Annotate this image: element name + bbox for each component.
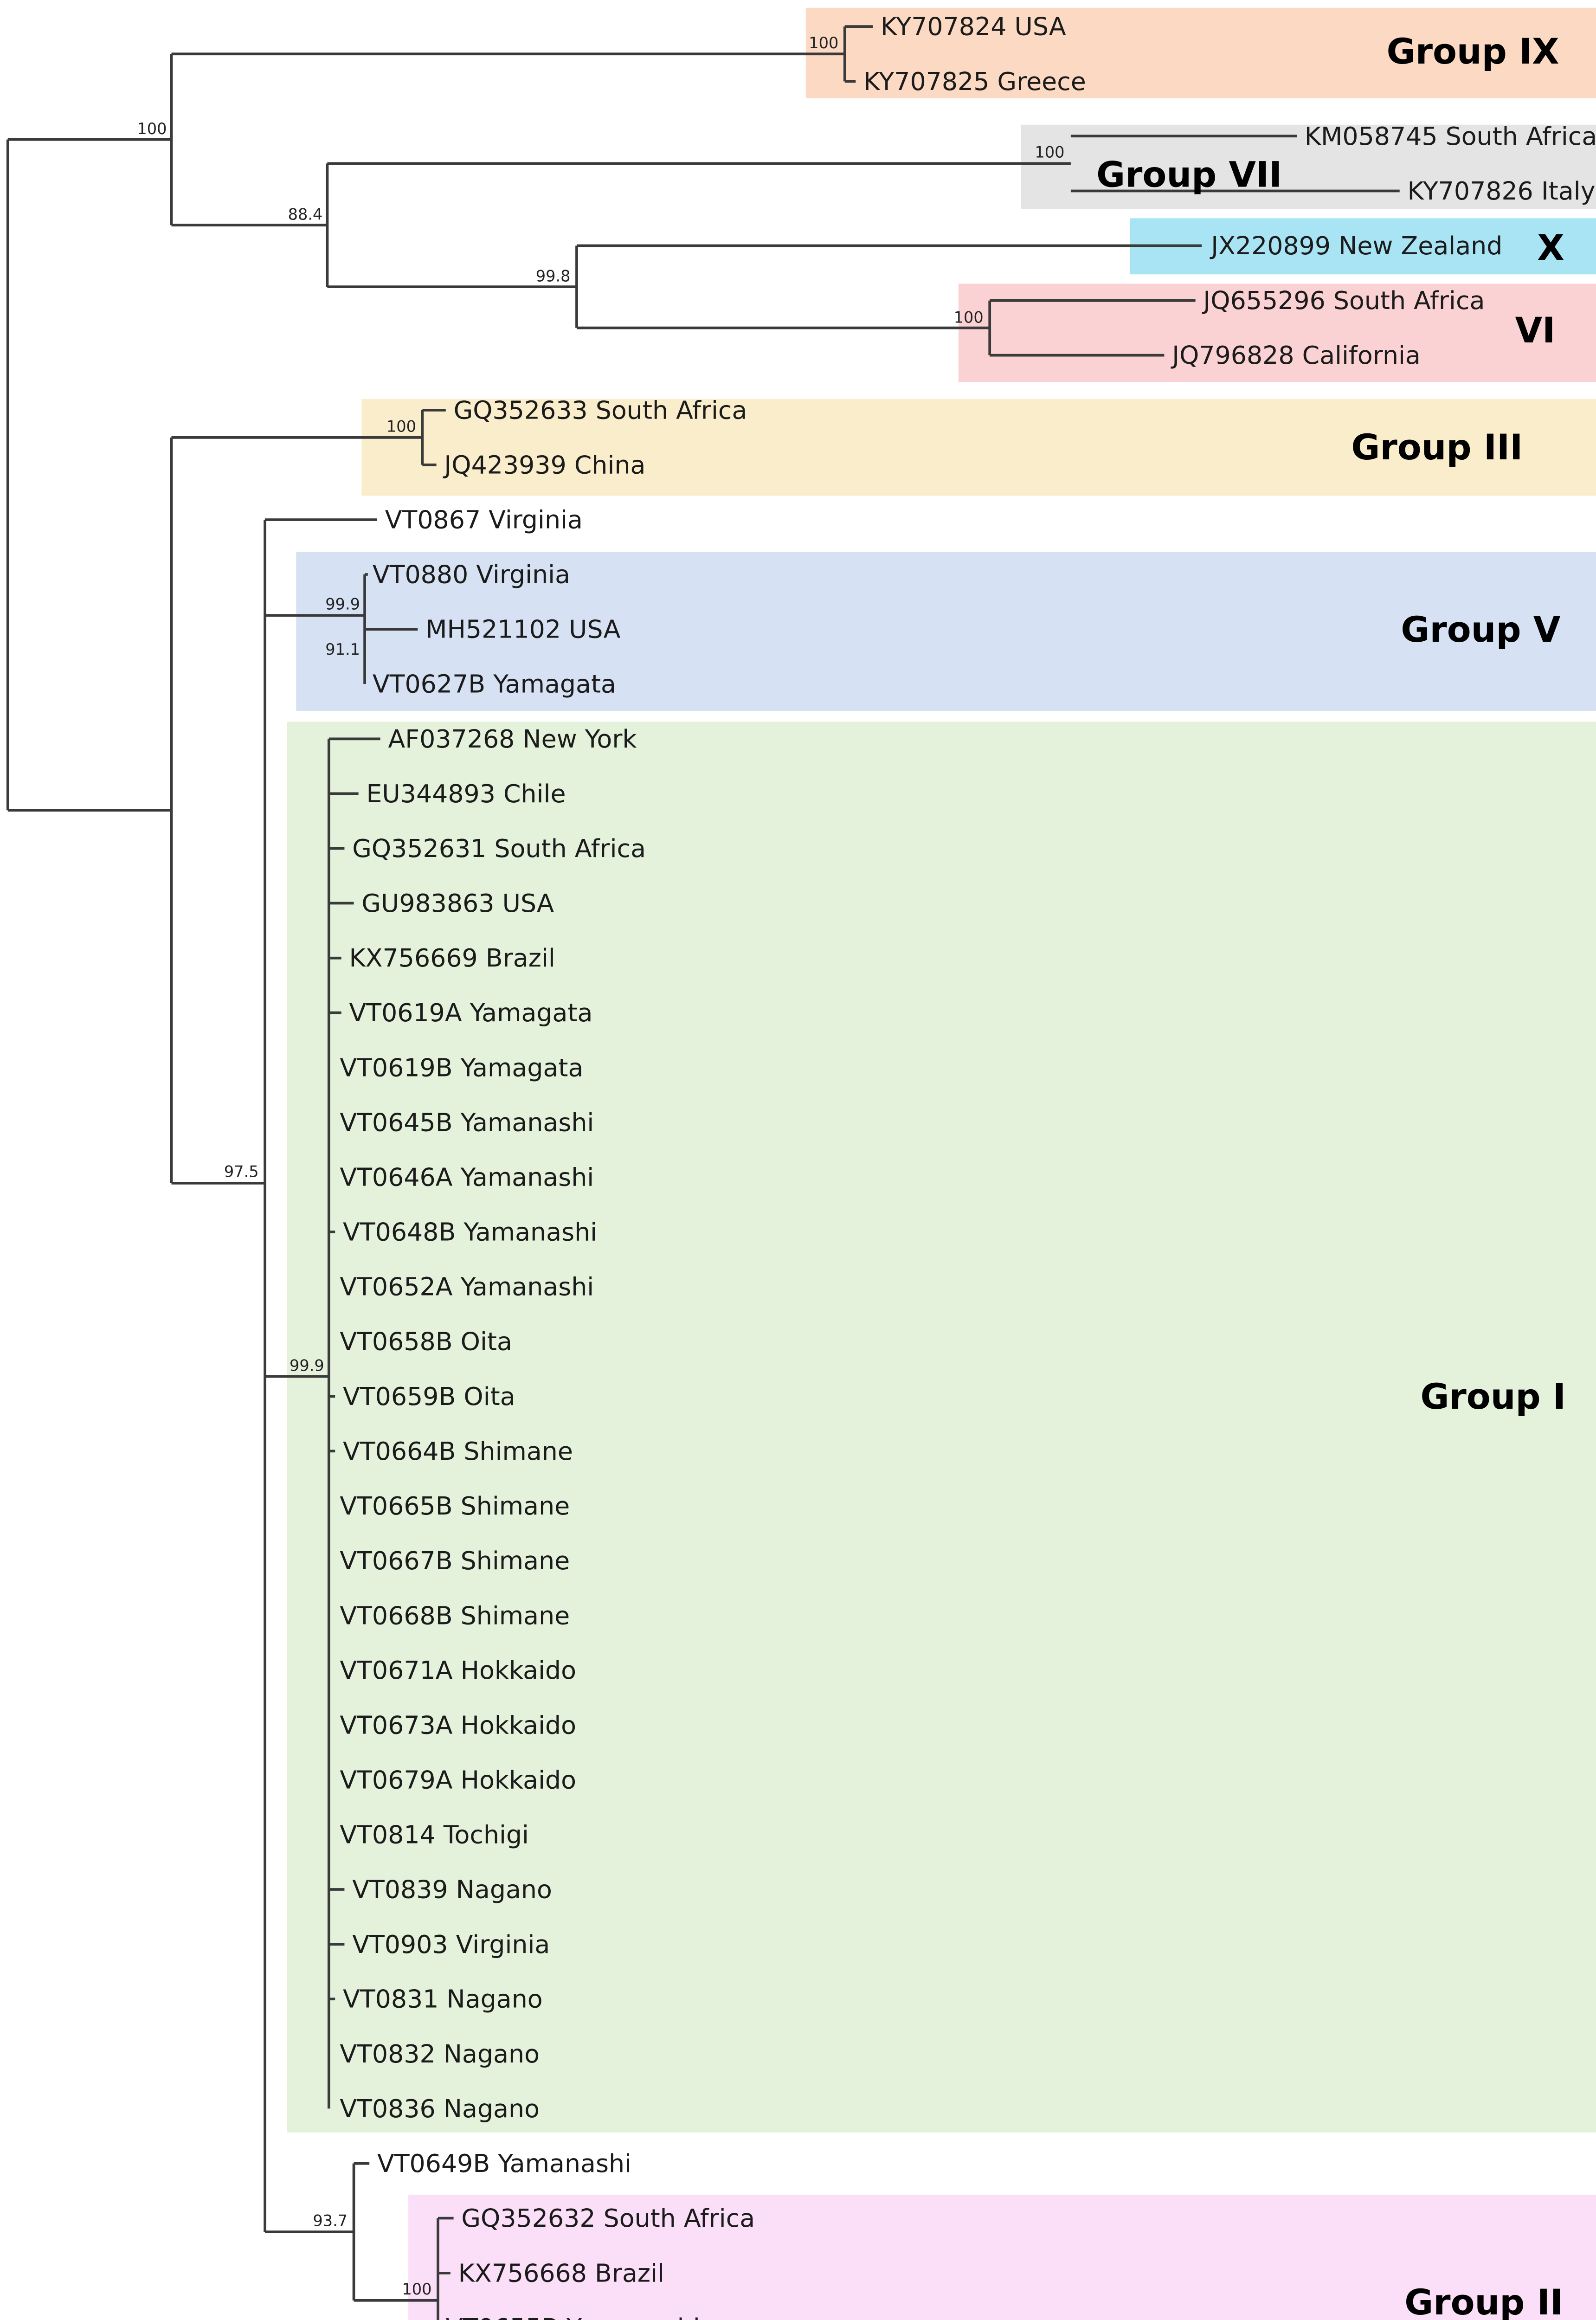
taxon-label: GQ352631 South Africa <box>352 834 646 863</box>
taxon-label: VT0839 Nagano <box>352 1875 552 1904</box>
taxon-label: VT0652A Yamanashi <box>340 1272 594 1302</box>
bootstrap-value: 88.4 <box>288 206 323 224</box>
taxon-label: VT0667B Shimane <box>340 1546 570 1575</box>
taxon-label: VT0645B Yamanashi <box>340 1108 594 1137</box>
taxon-label: GQ352633 South Africa <box>454 395 747 425</box>
taxon-label: VT0880 Virginia <box>373 560 570 589</box>
group-label-i: Group I <box>1420 1376 1566 1417</box>
taxon-label: JQ796828 California <box>1171 341 1421 370</box>
taxon-label: VT0665B Shimane <box>340 1491 570 1521</box>
taxon-label: VT0836 Nagano <box>340 2094 540 2123</box>
bootstrap-value: 99.9 <box>290 1357 324 1375</box>
taxon-label: KX756668 Brazil <box>458 2258 664 2288</box>
taxon-label: JQ655296 South Africa <box>1202 286 1485 315</box>
taxon-label: VT0649B Yamanashi <box>377 2149 631 2178</box>
taxon-label: GQ352632 South Africa <box>461 2204 755 2233</box>
taxon-label: KY707825 Greece <box>863 67 1086 96</box>
taxon-label: KM058745 South Africa <box>1305 122 1596 151</box>
group-box-v <box>296 552 1596 711</box>
group-box-vii <box>1021 124 1596 209</box>
bootstrap-value: 100 <box>386 418 416 436</box>
group-box-ix <box>805 7 1596 98</box>
bootstrap-value: 100 <box>137 120 167 138</box>
taxon-label: VT0832 Nagano <box>340 2039 540 2069</box>
group-label-vii: Group VII <box>1096 154 1282 195</box>
taxon-label: VT0646A Yamanashi <box>340 1163 594 1192</box>
bootstrap-value: 100 <box>402 2280 431 2298</box>
taxon-label: VT0619B Yamagata <box>340 1053 583 1082</box>
group-label-x: X <box>1537 227 1564 268</box>
taxon-label: VT0673A Hokkaido <box>340 1710 576 1740</box>
group-label-iii: Group III <box>1351 427 1523 468</box>
bootstrap-value: 93.7 <box>313 2211 348 2230</box>
taxon-label: VT0627B Yamagata <box>373 670 616 699</box>
taxon-label: JQ423939 China <box>443 450 645 479</box>
bootstrap-value: 99.8 <box>536 267 571 285</box>
taxon-label: AF037268 New York <box>388 724 637 754</box>
taxon-label: VT0814 Tochigi <box>340 1820 529 1850</box>
taxon-label: VT0658B Oita <box>340 1327 512 1356</box>
taxon-label: KY707826 Italy <box>1408 176 1596 206</box>
taxon-label: VT0664B Shimane <box>343 1437 573 1466</box>
taxon-label: VT0831 Nagano <box>343 1985 543 2014</box>
taxon-label: VT0619A Yamagata <box>349 998 593 1027</box>
bootstrap-value: 97.5 <box>224 1162 259 1180</box>
taxon-label: VT0668B Shimane <box>340 1601 570 1630</box>
taxon-label: MH521102 USA <box>425 615 621 644</box>
taxon-label: VT0648B Yamanashi <box>343 1218 597 1247</box>
taxon-label: VT0655B Yamanashi <box>446 2313 700 2320</box>
group-label-v: Group V <box>1401 609 1560 650</box>
taxon-label: EU344893 Chile <box>366 779 566 808</box>
taxon-label: GU983863 USA <box>361 889 554 918</box>
group-box-x <box>1130 218 1596 275</box>
bootstrap-value: 100 <box>954 308 984 326</box>
group-box-ii <box>408 2195 1596 2320</box>
taxon-label: VT0659B Oita <box>343 1382 515 1411</box>
taxon-label: JX220899 New Zealand <box>1210 231 1502 260</box>
taxon-label: VT0903 Virginia <box>352 1930 550 1959</box>
group-label-ix: Group IX <box>1387 31 1559 72</box>
group-box-iii <box>361 399 1596 496</box>
group-box-i <box>287 722 1596 2133</box>
taxon-label: VT0679A Hokkaido <box>340 1765 576 1794</box>
taxon-label: KY707824 USA <box>881 12 1066 41</box>
bootstrap-value: 91.1 <box>325 640 360 658</box>
taxon-label: VT0867 Virginia <box>385 505 583 535</box>
bootstrap-value: 99.9 <box>325 595 360 613</box>
taxon-label: KX756669 Brazil <box>349 943 555 973</box>
bootstrap-value: 100 <box>1035 143 1064 161</box>
taxon-label: VT0671A Hokkaido <box>340 1656 576 1685</box>
group-label-vi: VI <box>1515 310 1556 351</box>
group-label-ii: Group II <box>1404 2282 1563 2320</box>
bootstrap-value: 100 <box>809 34 838 52</box>
